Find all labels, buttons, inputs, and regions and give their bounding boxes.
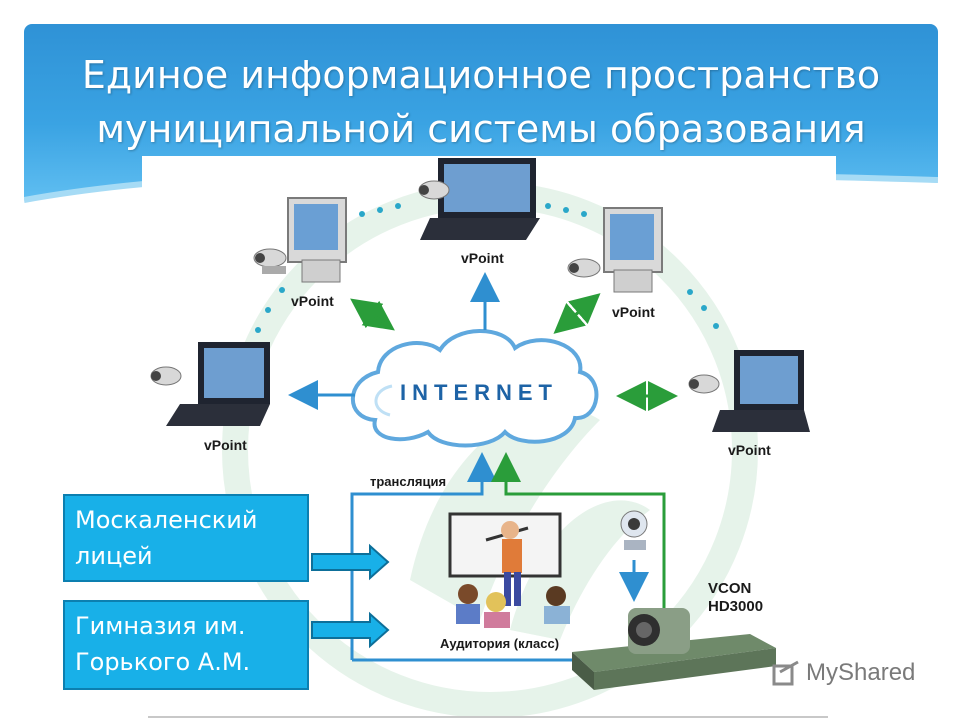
myshared-logo-icon <box>772 660 799 686</box>
broadcast-label: трансляция <box>370 474 447 489</box>
title-line-2: муниципальной системы образования <box>96 107 866 151</box>
school-box-gymnasium: Гимназия им. Горького А.М. <box>63 600 309 690</box>
school-box-line-1: Гимназия им. <box>75 612 246 640</box>
internet-cloud <box>350 329 599 448</box>
laptop-icon <box>166 342 270 426</box>
webcam-icon <box>418 180 450 200</box>
vpoint-label: vPoint <box>728 442 771 458</box>
laptop-icon <box>420 158 540 240</box>
school-box-line-2: лицей <box>75 542 153 570</box>
webcam-icon <box>150 366 182 386</box>
monitor-icon <box>287 197 347 283</box>
school-box-lyceum: Москаленский лицей <box>63 494 309 582</box>
watermark-text: MyShared <box>806 659 916 686</box>
vpoint-label: vPoint <box>461 250 504 266</box>
classroom-illustration <box>448 512 570 628</box>
webcam-icon <box>620 510 648 550</box>
dotted-arc <box>255 203 719 333</box>
device-link-line <box>491 452 666 612</box>
device-label: VCON HD3000 <box>708 580 763 616</box>
slide-title: Единое информационное пространство муниц… <box>24 48 938 156</box>
block-arrow-icon <box>311 611 390 649</box>
cloud-label: INTERNET <box>400 380 558 405</box>
bottom-divider <box>148 716 828 718</box>
device-label-line-1: VCON <box>708 580 752 597</box>
vpoint-label: vPoint <box>204 437 247 453</box>
title-line-1: Единое информационное пространство <box>81 53 881 97</box>
webcam-icon <box>688 374 720 394</box>
laptop-icon <box>712 350 810 432</box>
webcam-icon <box>567 258 601 278</box>
classroom-label: Аудитория (класс) <box>440 636 560 651</box>
vcon-device-icon <box>572 608 776 690</box>
device-label-line-2: HD3000 <box>708 598 764 615</box>
school-box-line-1: Москаленский <box>75 506 258 534</box>
vpoint-label: vPoint <box>612 304 655 320</box>
block-arrow-icon <box>311 543 390 581</box>
broadcast-line <box>350 452 497 660</box>
school-box-line-2: Горького А.М. <box>75 648 251 676</box>
monitor-icon <box>603 207 663 293</box>
vpoint-label: vPoint <box>291 293 334 309</box>
arrow-bidir-left <box>350 298 395 331</box>
webcam-icon <box>253 248 287 274</box>
arrow-bidir-right <box>553 293 601 334</box>
